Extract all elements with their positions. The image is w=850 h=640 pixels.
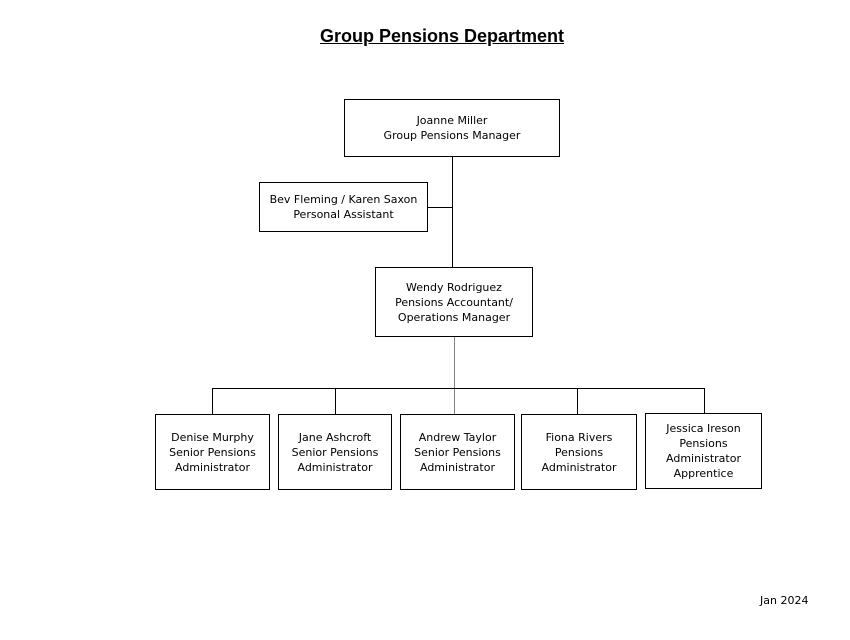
org-node-pensions-administrator-apprentice: Jessica Ireson Pensions Administrator Ap…	[645, 413, 762, 489]
chart-title: Group Pensions Department	[319, 26, 565, 46]
org-node-operations-manager: Wendy Rodriguez Pensions Accountant/ Ope…	[375, 267, 533, 337]
connector-stub-admin-1	[212, 388, 213, 414]
connector-horizontal-bar	[212, 388, 705, 389]
person-role: Senior Pensions Administrator	[414, 445, 501, 474]
person-name: Wendy Rodriguez	[406, 280, 502, 294]
org-node-pensions-administrator: Fiona Rivers Pensions Administrator	[521, 414, 637, 490]
person-role: Pensions Administrator	[541, 445, 617, 474]
person-role: Personal Assistant	[293, 208, 394, 221]
person-name: Joanne Miller	[416, 114, 488, 127]
connector-stub-admin-5	[704, 388, 705, 413]
org-node-group-pensions-manager: Joanne Miller Group Pensions Manager	[344, 99, 560, 157]
person-role: Pensions Accountant/ Operations Manager	[395, 295, 513, 324]
org-node-senior-pensions-administrator-1: Denise Murphy Senior Pensions Administra…	[155, 414, 270, 490]
person-role: Group Pensions Manager	[383, 129, 521, 142]
person-name: Fiona Rivers	[545, 430, 613, 444]
person-role: Senior Pensions Administrator	[169, 445, 256, 474]
person-name: Jessica Ireson	[666, 422, 741, 435]
connector-stub-admin-4	[577, 388, 578, 414]
person-name: Bev Fleming / Karen Saxon	[269, 193, 418, 206]
person-name: Denise Murphy	[171, 430, 254, 444]
org-node-senior-pensions-administrator-2: Jane Ashcroft Senior Pensions Administra…	[278, 414, 392, 490]
connector-stub-admin-2	[335, 388, 336, 414]
footer-date: Jan 2024	[760, 594, 809, 607]
org-node-senior-pensions-administrator-3: Andrew Taylor Senior Pensions Administra…	[400, 414, 515, 490]
person-role: Pensions Administrator Apprentice	[666, 437, 741, 480]
connector-assistant-to-spine	[428, 207, 453, 208]
connector-manager-to-ops	[452, 157, 453, 267]
connector-ops-to-bar	[454, 337, 455, 414]
person-name: Jane Ashcroft	[298, 430, 372, 444]
org-node-personal-assistant: Bev Fleming / Karen Saxon Personal Assis…	[259, 182, 428, 232]
person-name: Andrew Taylor	[418, 430, 497, 444]
person-role: Senior Pensions Administrator	[291, 445, 379, 474]
